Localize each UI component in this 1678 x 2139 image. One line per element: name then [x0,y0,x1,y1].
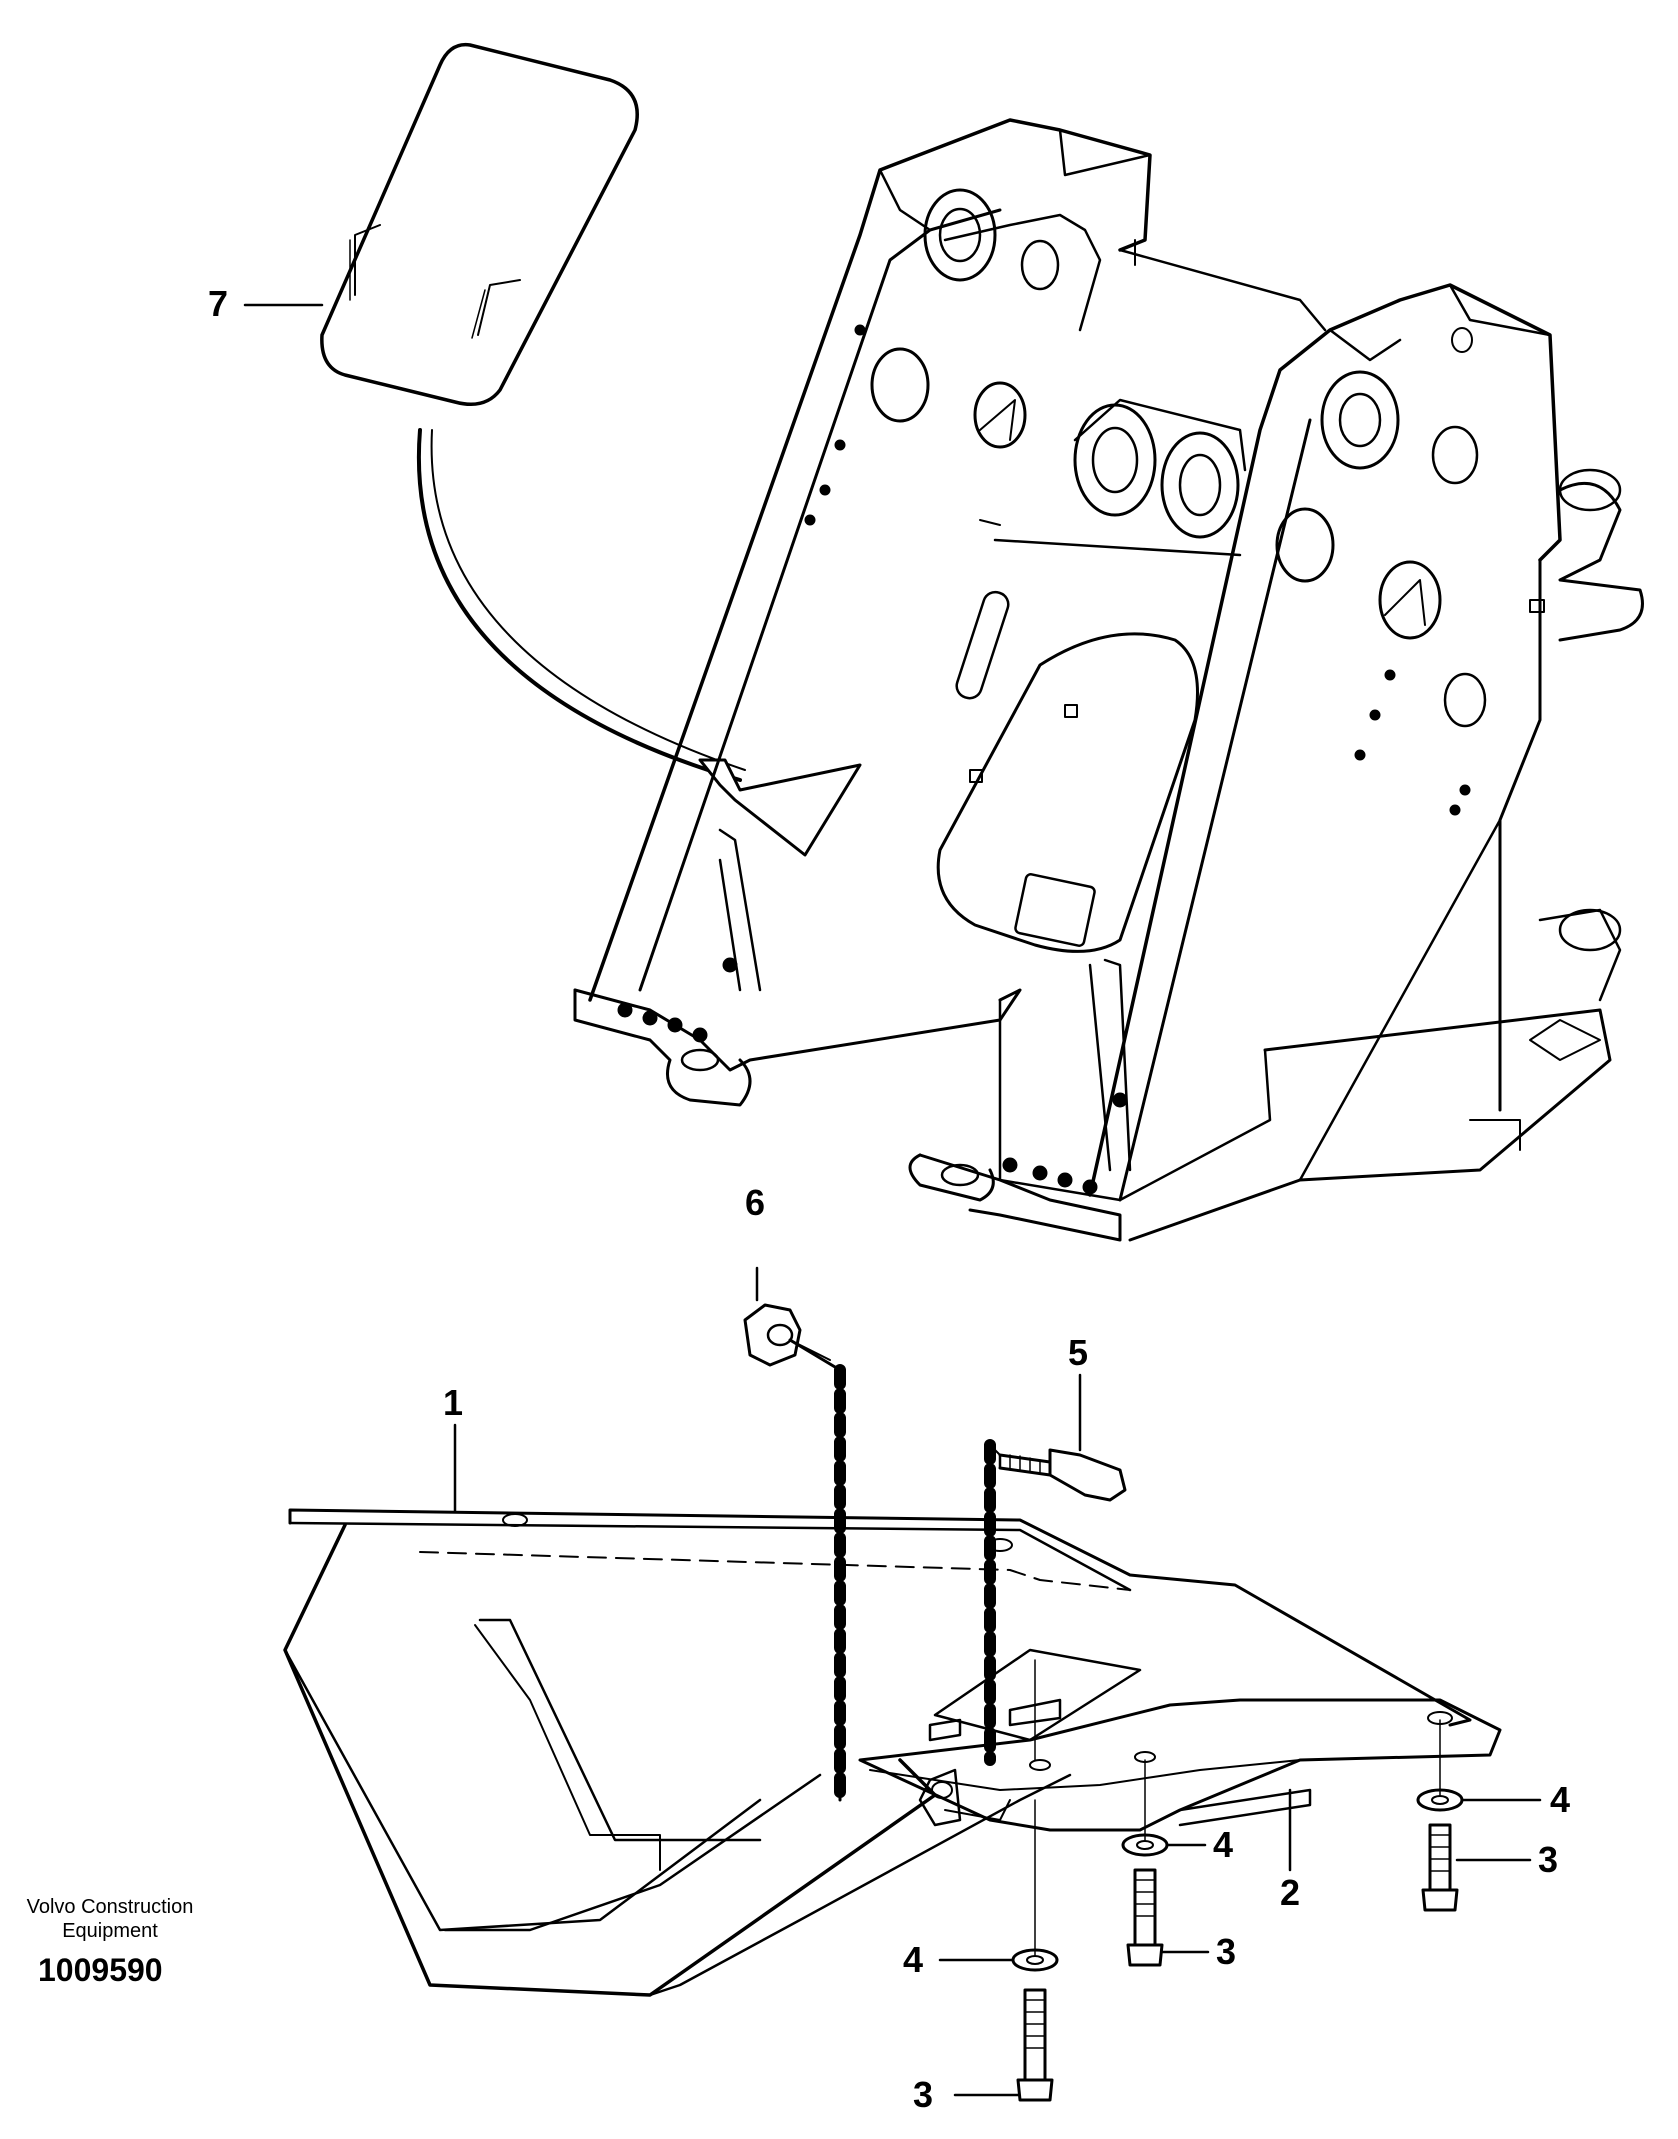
rubber-pad-part [320,42,639,406]
callout-3-right: 3 [1538,1839,1559,1880]
callout-7: 7 [208,283,229,324]
assembly-lines [788,1338,1001,1806]
manufacturer-credit: Volvo Construction Equipment [10,1895,210,1943]
credit-line-2: Equipment [62,1920,158,1942]
callout-5: 5 [1068,1332,1089,1373]
bottom-guard-part [283,1508,1472,1997]
callout-4-middle: 4 [1213,1824,1234,1865]
fastener-stack-2 [1121,1759,1169,1967]
mounting-bracket-part [858,1698,1502,1832]
credit-line-1: Volvo Construction [26,1896,194,1918]
callout-3-middle: 3 [1216,1931,1237,1972]
loader-frame [573,118,1644,1242]
leader-lines [243,303,1542,2097]
callout-4-left: 4 [903,1939,924,1980]
callout-6: 6 [745,1182,766,1223]
callout-2: 2 [1280,1872,1301,1913]
bolt-part [998,1448,1127,1502]
install-arrow [416,428,862,857]
callout-3-left: 3 [913,2074,934,2115]
document-number: 1009590 [38,1952,163,1988]
callout-4-right: 4 [1550,1779,1571,1820]
callout-1: 1 [443,1382,464,1423]
fastener-stack-3 [1416,1719,1464,1912]
